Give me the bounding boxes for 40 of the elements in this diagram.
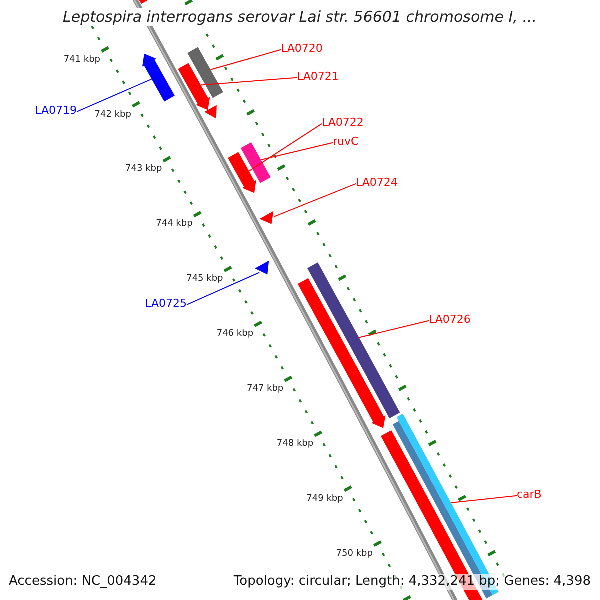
scale-label: 749 kbp [306, 494, 344, 505]
gene-feature [308, 262, 400, 419]
gene-feature [178, 63, 210, 110]
scale-label: 745 kbp [186, 274, 224, 286]
gene-label: LA0726 [429, 313, 471, 326]
gene-label: LA0724 [356, 176, 398, 190]
gene-label: LA0725 [145, 297, 187, 310]
leader-line [210, 49, 282, 70]
leader-line [358, 320, 430, 338]
gene-label: LA0721 [297, 70, 339, 84]
scale-label: 744 kbp [156, 219, 193, 230]
gene-feature [260, 211, 274, 224]
scale-label: 750 kbp [336, 548, 373, 560]
scale-label: 743 kbp [126, 164, 162, 176]
gene-feature [188, 47, 224, 98]
gene-feature [298, 278, 386, 428]
scale-label: 746 kbp [216, 329, 254, 340]
leader-line [248, 123, 322, 172]
gene-label: ruvC [333, 135, 359, 148]
leader-line [260, 142, 334, 160]
accession-label: Accession: NC_004342 [9, 574, 157, 590]
leader-line [186, 272, 260, 306]
genome-stats-label: Topology: circular; Length: 4,332,241 bp; Genes: 4,398 [234, 574, 591, 590]
gene-feature [255, 260, 270, 275]
scale-label: 742 kbp [94, 110, 132, 120]
gene-feature [240, 142, 271, 184]
gene-label: LA0722 [322, 116, 364, 130]
leader-line [274, 183, 356, 218]
gene-feature [204, 105, 217, 119]
gene-label: LA0720 [281, 42, 323, 56]
gene-feature [228, 152, 256, 194]
leader-line [200, 77, 298, 86]
leader-line [76, 78, 152, 112]
leader-line [450, 495, 518, 504]
scale-label: 748 kbp [276, 438, 314, 450]
scale-label: 741 kbp [64, 54, 100, 66]
gene-feature [142, 54, 175, 102]
scale-label: 747 kbp [246, 384, 284, 395]
gene-label: LA0719 [35, 104, 77, 118]
gene-label: carB [517, 488, 542, 502]
